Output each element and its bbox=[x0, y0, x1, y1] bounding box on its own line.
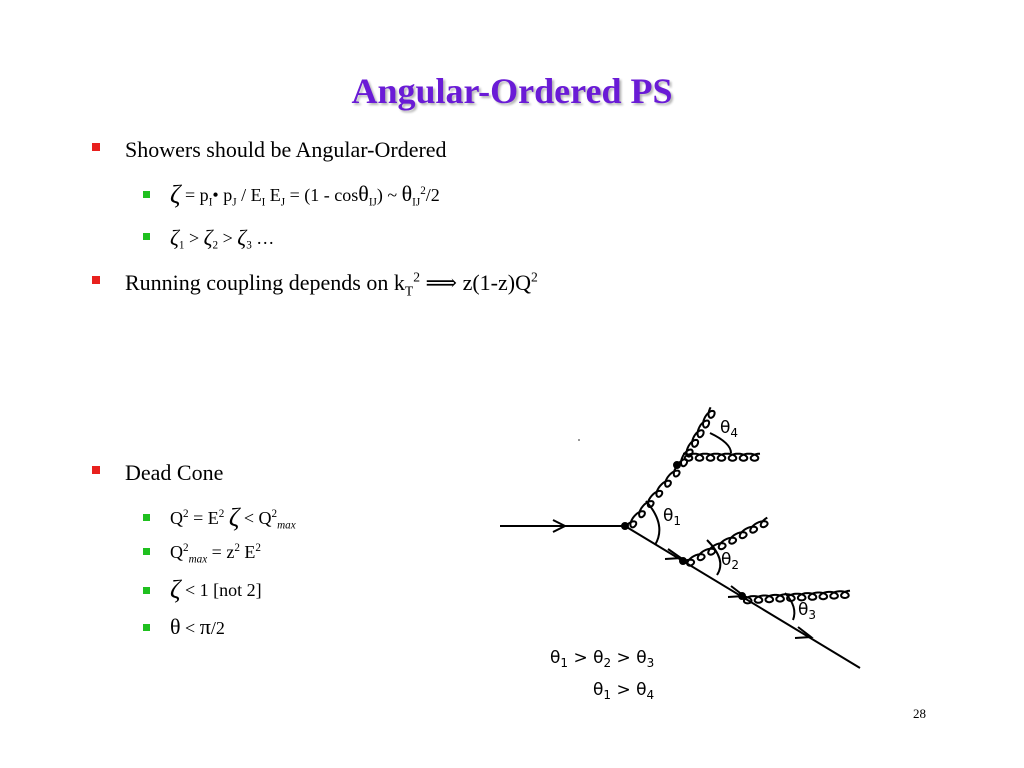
text-run: • bbox=[212, 185, 219, 205]
text-run: = z bbox=[207, 542, 235, 562]
zeta-symbol: ζ bbox=[170, 225, 179, 250]
subscript: J bbox=[232, 196, 237, 209]
text-run: = (1 - cos bbox=[285, 185, 359, 205]
superscript: 2 bbox=[530, 269, 538, 285]
text-run: p bbox=[218, 185, 233, 205]
theta-4-label: θ4 bbox=[720, 418, 738, 440]
sub-bullet-marker bbox=[143, 191, 150, 198]
arrow-icon bbox=[794, 626, 814, 639]
sub-bullet-marker bbox=[143, 624, 150, 631]
superscript: 2 bbox=[183, 508, 189, 520]
text-run: = p bbox=[180, 185, 209, 205]
slide-title: Angular-Ordered PS bbox=[351, 71, 673, 111]
text-run: = E bbox=[188, 508, 219, 528]
subscript: 1 bbox=[178, 239, 185, 252]
zeta-symbol: ζ bbox=[170, 575, 181, 604]
zeta-symbol: ζ bbox=[203, 225, 213, 250]
q2max-relation: Q2max = z2 E2 bbox=[170, 542, 261, 566]
theta-limit: θ < π/2 bbox=[170, 616, 225, 639]
text-run: Running coupling depends on k bbox=[125, 270, 405, 295]
gluon-line-3 bbox=[682, 452, 761, 462]
subscript: 3 bbox=[246, 239, 252, 252]
superscript: 2 bbox=[183, 542, 189, 554]
text-run: / E bbox=[236, 185, 262, 205]
subscript: max bbox=[277, 519, 296, 532]
subscript: 2 bbox=[212, 239, 219, 252]
superscript: 2 bbox=[420, 185, 426, 197]
gluon-line-4 bbox=[682, 516, 769, 567]
theta-symbol: θ bbox=[401, 181, 413, 206]
bullet-running-coupling: Running coupling depends on kT2 ⟹ z(1-z)… bbox=[125, 269, 538, 299]
zeta-definition: ζ = pI• pJ / EI EJ = (1 - cosθIJ) ~ θIJ2… bbox=[170, 182, 440, 209]
angle-relation-1: θ1 > θ2 > θ3 bbox=[550, 648, 654, 670]
sub-bullet-marker bbox=[143, 233, 150, 240]
angle-arc-1 bbox=[645, 500, 661, 546]
subscript: IJ bbox=[368, 196, 377, 209]
text-run: z(1-z)Q bbox=[462, 270, 531, 295]
parton-shower-diagram: θ1 θ2 θ3 θ4 θ1 > θ2 > θ3 θ1 > θ4 bbox=[500, 406, 861, 702]
text-run: Q bbox=[170, 508, 183, 528]
text-run: < bbox=[180, 618, 200, 638]
theta-symbol: θ bbox=[358, 181, 369, 206]
superscript: 2 bbox=[218, 508, 225, 520]
implies-symbol: ⟹ bbox=[420, 270, 463, 295]
bullet-showers: Showers should be Angular-Ordered bbox=[125, 137, 447, 162]
text-run: E bbox=[239, 542, 256, 562]
zeta-symbol: ζ bbox=[228, 503, 240, 532]
theta-3-label: θ3 bbox=[798, 600, 816, 622]
subscript: IJ bbox=[412, 196, 421, 209]
text-run: /2 bbox=[210, 618, 225, 638]
pi-symbol: π bbox=[199, 614, 211, 639]
page-number: 28 bbox=[913, 706, 926, 721]
q2-relation: Q2 = E2 ζ < Q2max bbox=[170, 505, 296, 532]
angle-relation-2: θ1 > θ4 bbox=[593, 680, 654, 702]
zeta-ordering: ζ1 > ζ2 > ζ3 … bbox=[170, 225, 275, 252]
sub-bullet-marker bbox=[143, 514, 150, 521]
text-run: /2 bbox=[425, 185, 440, 205]
text-run: < Q bbox=[239, 508, 272, 528]
bullet-marker bbox=[92, 143, 100, 151]
sub-bullet-marker bbox=[143, 587, 150, 594]
text-run: Q bbox=[170, 542, 183, 562]
text-run: E bbox=[265, 185, 281, 205]
subscript: T bbox=[404, 283, 414, 299]
theta-1-label: θ1 bbox=[663, 506, 681, 528]
gluon-line-2 bbox=[676, 406, 716, 468]
text-run: > bbox=[184, 228, 204, 248]
zeta-symbol: ζ bbox=[170, 180, 181, 209]
gluon-line-5 bbox=[742, 589, 851, 605]
text-run: < 1 [not 2] bbox=[180, 580, 262, 600]
subscript: J bbox=[280, 196, 286, 209]
bullet-marker bbox=[92, 466, 100, 474]
zeta-symbol: ζ bbox=[237, 225, 247, 250]
subscript: I bbox=[261, 196, 266, 209]
text-run: > bbox=[218, 228, 238, 248]
arrow-icon bbox=[552, 519, 568, 533]
subscript: max bbox=[188, 553, 208, 566]
sub-bullet-marker bbox=[143, 548, 150, 555]
stray-dot bbox=[578, 439, 580, 441]
subscript: I bbox=[208, 196, 213, 209]
zeta-limit: ζ < 1 [not 2] bbox=[170, 577, 262, 603]
angle-arc-3 bbox=[784, 592, 796, 621]
bullet-dead-cone: Dead Cone bbox=[125, 460, 224, 485]
superscript: 2 bbox=[255, 542, 261, 554]
superscript: 2 bbox=[271, 508, 278, 520]
angle-arc-2 bbox=[706, 539, 722, 576]
theta-2-label: θ2 bbox=[721, 550, 739, 572]
superscript: 2 bbox=[234, 542, 240, 554]
angle-arc-4 bbox=[709, 432, 732, 454]
gluon-line-1 bbox=[624, 464, 681, 529]
superscript: 2 bbox=[413, 269, 421, 285]
text-run: … bbox=[251, 228, 275, 248]
text-run: ) ~ bbox=[376, 185, 402, 205]
bullet-marker bbox=[92, 276, 100, 284]
theta-symbol: θ bbox=[170, 614, 181, 639]
